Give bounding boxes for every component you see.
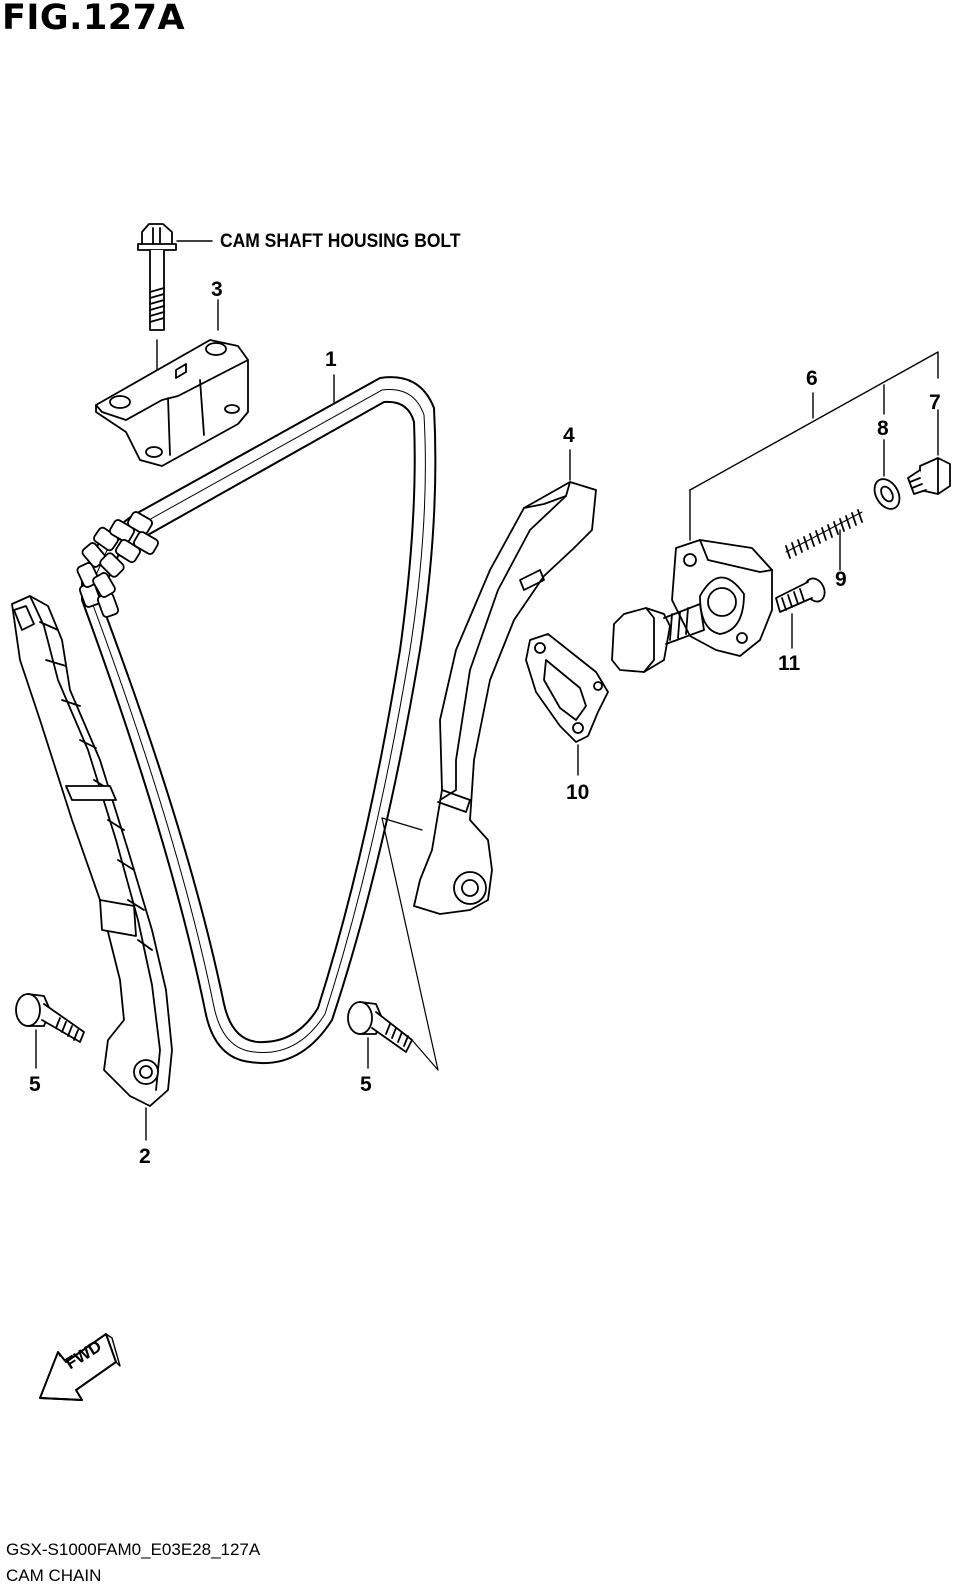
callout-8: 8 — [877, 417, 889, 440]
section-name: CAM CHAIN — [6, 1566, 102, 1585]
part-3-bracket — [95, 299, 249, 467]
cam-shaft-housing-bolt-label: CAM SHAFT HOUSING BOLT — [220, 231, 461, 252]
part-5-guide-bolt-left — [15, 993, 85, 1069]
callout-6: 6 — [806, 367, 818, 390]
part-7-cap-bolt — [907, 409, 951, 495]
callout-9: 9 — [835, 568, 847, 591]
part-6-tensioner-assembly — [611, 351, 939, 673]
figure-title: FIG.127A — [2, 0, 186, 38]
part-9-spring — [785, 509, 863, 571]
callout-5-right: 5 — [360, 1073, 372, 1096]
cam-shaft-housing-bolt — [137, 223, 213, 446]
callout-5-left: 5 — [29, 1073, 41, 1096]
part-1-cam-chain — [76, 374, 437, 1064]
callout-4: 4 — [563, 424, 575, 447]
forward-arrow-icon — [39, 1333, 121, 1401]
callout-3: 3 — [211, 278, 223, 301]
callout-10: 10 — [566, 781, 590, 804]
part-10-gasket — [525, 633, 609, 776]
callout-1: 1 — [325, 348, 337, 371]
part-5-guide-bolt-right — [347, 1001, 413, 1069]
callout-7: 7 — [929, 391, 941, 414]
callout-11: 11 — [778, 652, 801, 675]
part-8-washer — [873, 384, 901, 510]
part-2-chain-guide — [11, 595, 173, 1141]
callout-2: 2 — [139, 1145, 151, 1168]
part-11-mounting-bolt — [775, 577, 826, 649]
model-code: GSX-S1000FAM0_E03E28_127A — [6, 1540, 261, 1559]
part-4-tensioner-guide — [381, 449, 597, 1071]
